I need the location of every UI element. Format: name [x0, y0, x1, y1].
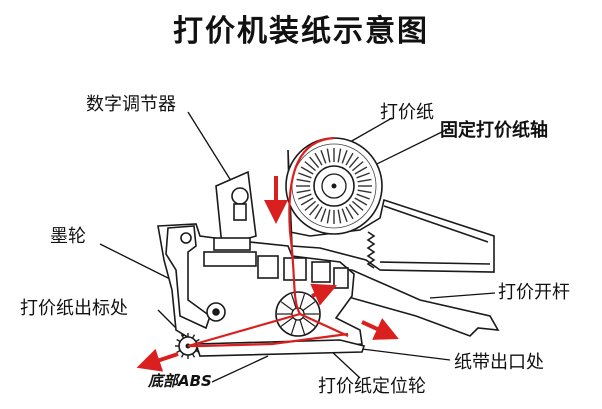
paper-roll-tick: [354, 197, 368, 206]
paper-roll-tick: [345, 152, 354, 166]
paper-roll-axis-hub: [331, 183, 337, 189]
position-wheel-spoke: [299, 319, 306, 335]
frame-window-3: [311, 261, 331, 283]
label-bottom-abs: 底部ABS: [148, 372, 212, 390]
paper-roll-tick: [304, 200, 317, 211]
paper-path-main: [187, 136, 349, 348]
paper-roll-tick: [296, 189, 311, 194]
exit-gear-tooth: [191, 353, 196, 358]
arrow-right: [361, 318, 399, 340]
position-wheel-spoke: [290, 319, 297, 335]
digit-adjuster-knob: [231, 187, 249, 205]
paper-roll-tick: [356, 193, 370, 200]
frame-window-4: [333, 267, 349, 289]
position-wheel-spoke: [290, 293, 297, 309]
exit-gear-tooth: [191, 334, 196, 339]
paper-roll-tick: [320, 208, 327, 222]
paper-roll-tick: [348, 156, 359, 169]
paper-roll-texture: [296, 148, 372, 224]
frame-window-1: [257, 255, 279, 279]
paper-roll-tick: [341, 208, 348, 222]
leader-open-lever: [429, 292, 496, 299]
arrow-left: [136, 348, 179, 372]
exit-gear-tooth: [180, 353, 185, 358]
arm-pivot: [180, 232, 192, 244]
paper-roll-tick: [337, 148, 342, 163]
paper-roll-tick: [314, 206, 323, 220]
cassette-rail-2: [379, 261, 491, 265]
paper-roll-tick: [326, 148, 331, 163]
position-wheel-spoke: [302, 317, 316, 327]
label-paper-position-wheel: 打价纸定位轮: [318, 376, 426, 397]
paper-roll-tick: [309, 203, 320, 216]
exit-gear-tooth: [195, 338, 200, 343]
frame-window-2: [283, 257, 307, 281]
exit-gear-tooth: [176, 338, 181, 343]
paper-roll-tick: [357, 178, 372, 183]
diagram-title: 打价机装纸示意图: [173, 14, 429, 49]
paper-roll-tick: [341, 150, 348, 164]
label-digit-adjuster: 数字调节器: [86, 94, 176, 115]
cassette-rail: [383, 205, 489, 243]
leader-digit-adjuster: [187, 111, 239, 193]
label-price-paper: 打价纸: [380, 102, 434, 123]
red-arrows: [136, 176, 399, 372]
exit-gear-tooth: [195, 349, 200, 354]
ink-wheel-hub: [212, 308, 220, 316]
paper-roll-tick: [309, 156, 320, 169]
label-ink-wheel: 墨轮: [50, 226, 86, 247]
cassette-housing: [287, 149, 495, 273]
label-fixed-paper-axis: 固定打价纸轴: [440, 120, 548, 141]
label-open-lever: 打价开杆: [498, 282, 570, 303]
position-wheel-spoke: [299, 293, 306, 309]
paper-path-tail: [299, 313, 349, 337]
position-wheel-spoke: [280, 317, 294, 327]
paper-roll-tick: [356, 172, 370, 179]
paper-roll-tick: [298, 172, 312, 179]
paper-roll-tick: [298, 193, 312, 200]
paper-roll-tick: [300, 166, 314, 175]
paper-roll: [285, 137, 383, 235]
spring: [366, 231, 376, 269]
paper-roll-tick: [304, 161, 317, 172]
digit-adjuster-slot: [233, 203, 247, 221]
paper-roll-tick: [296, 178, 311, 183]
print-block: [203, 251, 257, 267]
paper-roll-tick: [345, 206, 354, 220]
paper-roll-tick: [357, 189, 372, 194]
exit-gear-tooth: [180, 334, 185, 339]
paper-roll-tick: [326, 209, 331, 224]
paper-roll-tick: [337, 209, 342, 224]
paper-roll-tick: [351, 200, 364, 211]
arrow-mid: [310, 283, 338, 306]
exit-gear-group: [175, 333, 201, 359]
position-wheel-spokes: [277, 293, 319, 335]
paper-path: [187, 136, 349, 348]
leader-price-paper: [349, 117, 393, 143]
label-paper-out-mark: 打价纸出标处: [20, 298, 128, 319]
paper-roll-tick: [351, 161, 364, 172]
leader-bottom: [211, 355, 269, 383]
paper-roll-tick: [314, 152, 323, 166]
print-block-2: [213, 237, 251, 251]
paper-roll-tick: [320, 150, 327, 164]
paper-roll-tick: [348, 203, 359, 216]
paper-roll-tick: [300, 197, 314, 206]
label-tape-outlet: 纸带出口处: [454, 352, 544, 373]
position-wheel-spoke: [280, 301, 294, 311]
paper-roll-tick: [354, 166, 368, 175]
